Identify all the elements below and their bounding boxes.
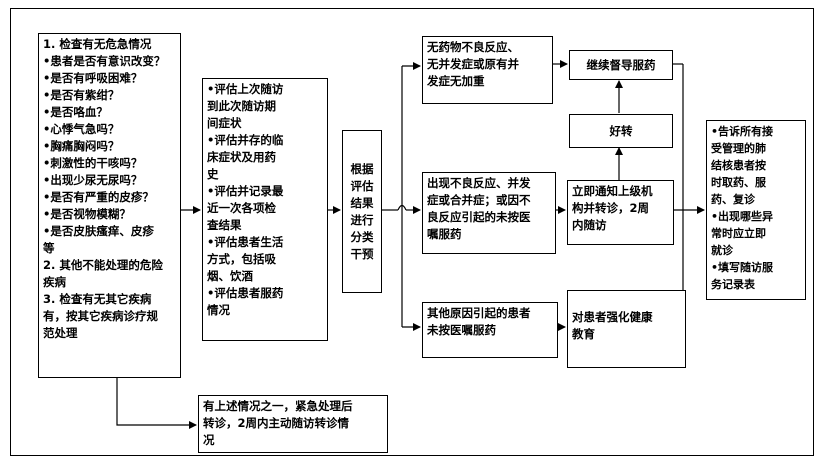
continue-text: 继续督导服药 xyxy=(587,57,656,74)
text-line: 对患者强化健康 xyxy=(572,310,653,324)
text-line: 评估 xyxy=(350,178,374,193)
emergency-referral-box: 有上述情况之一，紧急处理后转诊，2周内主动随访转诊情况 xyxy=(198,395,388,453)
notify-box: 立即通知上级机构并转诊，2周内随访 xyxy=(567,180,674,245)
no-adverse-box: 无药物不良反应、无并发症或原有并发症无加重 xyxy=(422,36,553,104)
text-line: 床症状及用药 xyxy=(207,150,276,164)
text-line: •刺激性的干咳吗？ xyxy=(43,156,143,170)
text-line: 立即通知上级机 xyxy=(572,184,653,198)
notify-text: 立即通知上级机构并转诊，2周内随访 xyxy=(572,183,669,234)
text-line: 查结果 xyxy=(207,218,242,232)
text-line: 间症状 xyxy=(207,116,242,130)
text-line: 分类 xyxy=(350,229,374,244)
text-line: •评估患者生活 xyxy=(207,235,284,249)
text-line: 结核患者按 xyxy=(711,159,766,172)
check-danger-text: 1. 检查有无危急情况 •患者是否有意识改变？ •是否有呼吸困难？ •是否有紫绀？ •是… xyxy=(43,36,176,342)
text-line: 进行 xyxy=(350,212,374,227)
text-line: •评估并存的临 xyxy=(207,133,284,147)
text-line: 时取药、服 xyxy=(711,176,766,189)
other-reason-box: 其他原因引起的患者未按医嘱服药 xyxy=(422,302,558,358)
text-line: 范处理 xyxy=(43,326,78,340)
text-line: 构并转诊，2周 xyxy=(572,201,650,215)
classify-text: 根据评估结果进行分类干预 xyxy=(351,161,374,263)
text-line: 2. 其他不能处理的危险 xyxy=(43,258,163,272)
text-line: 无药物不良反应、 xyxy=(427,40,519,54)
text-line: 史 xyxy=(207,167,219,181)
text-line: 出现不良反应、并发 xyxy=(427,176,531,190)
no-adverse-text: 无药物不良反应、无并发症或原有并发症无加重 xyxy=(427,39,548,90)
text-line: 发症无加重 xyxy=(427,74,485,88)
text-line: 近一次各项检 xyxy=(207,201,276,215)
arrow-check-to-emergency xyxy=(116,378,197,429)
text-line: 药、复诊 xyxy=(711,193,755,206)
assess-box: •评估上次随访到此次随访期间症状 •评估并存的临床症状及用药史 •评估并记录最近一次… xyxy=(202,78,328,341)
text-line: •告诉所有接 xyxy=(711,125,774,138)
text-line: 等 xyxy=(43,241,55,255)
improve-text: 好转 xyxy=(610,123,633,140)
text-line: 情况 xyxy=(207,303,230,317)
text-line: •评估并记录最 xyxy=(207,184,284,198)
text-line: 无并发症或原有并 xyxy=(427,57,519,71)
text-line: •是否有紫绀？ xyxy=(43,88,120,102)
text-line: 3. 检查有无其它疾病 xyxy=(43,292,152,306)
text-line: 干预 xyxy=(350,246,374,261)
outer-frame xyxy=(10,8,814,456)
tell-patients-box: •告诉所有接受管理的肺结核患者按时取药、服药、复诊 •出现哪些异常时应立即就诊 •填… xyxy=(706,120,806,300)
text-line: 良反应引起的未按医 xyxy=(427,210,531,224)
text-line: 未按医嘱服药 xyxy=(427,323,496,337)
text-line: 根据 xyxy=(350,161,374,176)
text-line: •出现哪些异 xyxy=(711,210,774,223)
text-line: •心悸气急吗？ xyxy=(43,122,120,136)
text-line: 转诊，2周内主动随访转诊情 xyxy=(203,416,350,430)
text-line: 受管理的肺 xyxy=(711,142,766,155)
text-line: 继续督导服药 xyxy=(586,57,656,72)
text-line: •是否皮肤瘙痒、皮疹 xyxy=(43,224,154,238)
text-line: •评估上次随访 xyxy=(207,82,284,96)
text-line: 务记录表 xyxy=(711,278,755,291)
text-line: •是否咯血？ xyxy=(43,105,108,119)
text-line: 常时应立即 xyxy=(711,227,766,240)
assess-text: •评估上次随访到此次随访期间症状 •评估并存的临床症状及用药史 •评估并记录最近一次… xyxy=(207,81,323,319)
text-line: •是否有严重的皮疹？ xyxy=(43,190,154,204)
text-line: 症或合并症；或因不 xyxy=(427,193,531,207)
text-line: 方式，包括吸 xyxy=(207,252,276,266)
adverse-box: 出现不良反应、并发症或合并症；或因不良反应引起的未按医嘱服药 xyxy=(422,172,556,254)
text-line: •是否视物模糊？ xyxy=(43,207,131,221)
text-line: •出现少尿无尿吗？ xyxy=(43,173,143,187)
text-line: 教育 xyxy=(572,327,595,341)
check-danger-box: 1. 检查有无危急情况 •患者是否有意识改变？ •是否有呼吸困难？ •是否有紫绀？ •是… xyxy=(38,33,181,378)
educate-box: 对患者强化健康教育 xyxy=(567,290,686,368)
text-line: 况 xyxy=(203,433,215,447)
text-line: 1. 检查有无危急情况 xyxy=(43,37,152,51)
text-line: 好转 xyxy=(609,123,633,138)
text-line: 有，按其它疾病诊疗规 xyxy=(43,309,158,323)
emergency-referral-text: 有上述情况之一，紧急处理后转诊，2周内主动随访转诊情况 xyxy=(203,398,383,449)
text-line: 有上述情况之一，紧急处理后 xyxy=(203,399,353,413)
text-line: 烟、饮酒 xyxy=(207,269,253,283)
classify-box: 根据评估结果进行分类干预 xyxy=(342,130,382,293)
text-line: •评估患者服药 xyxy=(207,286,284,300)
text-line: 就诊 xyxy=(711,244,733,257)
adverse-text: 出现不良反应、并发症或合并症；或因不良反应引起的未按医嘱服药 xyxy=(427,175,551,243)
text-line: •填写随访服 xyxy=(711,261,774,274)
text-line: 内随访 xyxy=(572,218,607,232)
improve-box: 好转 xyxy=(569,114,673,148)
text-line: 嘱服药 xyxy=(427,227,462,241)
text-line: •胸痛胸闷吗？ xyxy=(43,139,120,153)
continue-box: 继续督导服药 xyxy=(569,50,673,80)
text-line: 结果 xyxy=(350,195,374,210)
text-line: •是否有呼吸困难？ xyxy=(43,71,143,85)
educate-text: 对患者强化健康教育 xyxy=(572,309,681,343)
text-line: 其他原因引起的患者 xyxy=(427,306,531,320)
other-reason-text: 其他原因引起的患者未按医嘱服药 xyxy=(427,305,553,339)
tell-patients-text: •告诉所有接受管理的肺结核患者按时取药、服药、复诊 •出现哪些异常时应立即就诊 •填… xyxy=(711,123,801,293)
text-line: 疾病 xyxy=(43,275,66,289)
text-line: 到此次随访期 xyxy=(207,99,276,113)
text-line: •患者是否有意识改变？ xyxy=(43,54,166,68)
